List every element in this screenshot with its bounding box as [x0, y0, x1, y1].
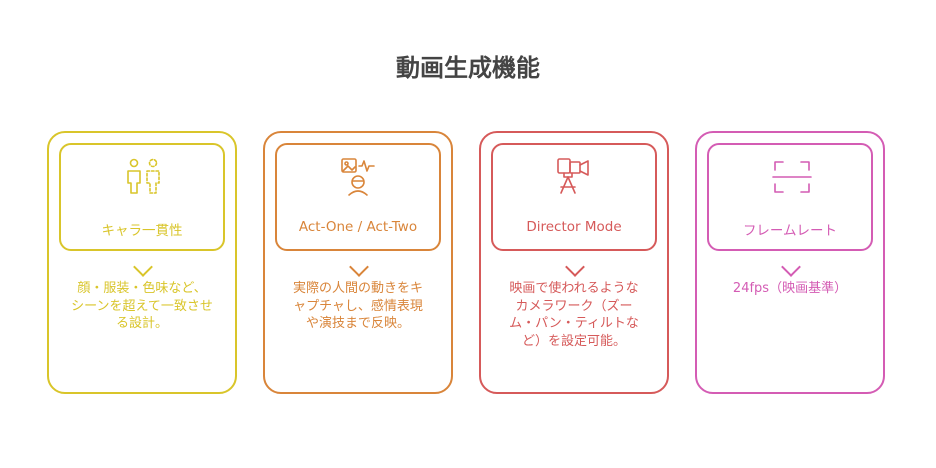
card-character-consistency: キャラ一貫性 顔・服装・色味など、シーンを超えて一致させる設計。: [47, 131, 237, 394]
card-label: Director Mode: [526, 219, 622, 235]
diagram-title: 動画生成機能: [396, 54, 540, 82]
card-header: Act-One / Act-Two: [275, 143, 441, 277]
card-description: 顔・服装・色味など、シーンを超えて一致させる設計。: [71, 281, 213, 331]
card-description: 実際の人間の動きをキャプチャし、感情表現や演技まで反映。: [292, 281, 423, 331]
card-frame-rate: フレームレート 24fps（映画基準）: [695, 131, 885, 394]
card-header: キャラ一貫性: [59, 143, 225, 277]
header-pointer: [565, 257, 585, 277]
person-icon: [127, 158, 160, 194]
header-pointer: [349, 257, 369, 277]
card-description: 映画で使われるようなカメラワーク（ズーム・パン・ティルトなど）を設定可能。: [509, 281, 639, 349]
card-act-one-act-two: Act-One / Act-Two 実際の人間の動きをキャプチャし、感情表現や演…: [263, 131, 453, 394]
header-pointer: [133, 257, 153, 277]
card-label: キャラ一貫性: [101, 223, 183, 239]
card-label: フレームレート: [742, 223, 838, 239]
card-header: フレームレート: [707, 143, 873, 277]
card-director-mode: Director Mode 映画で使われるようなカメラワーク（ズーム・パン・ティ…: [479, 131, 669, 394]
motion-capture-icon: [341, 158, 375, 196]
header-pointer: [781, 257, 801, 277]
card-header: Director Mode: [491, 143, 657, 277]
card-label: Act-One / Act-Two: [298, 219, 418, 235]
frame-icon: [772, 161, 812, 193]
card-description: 24fps（映画基準）: [732, 281, 848, 296]
camera-icon: [557, 158, 589, 194]
